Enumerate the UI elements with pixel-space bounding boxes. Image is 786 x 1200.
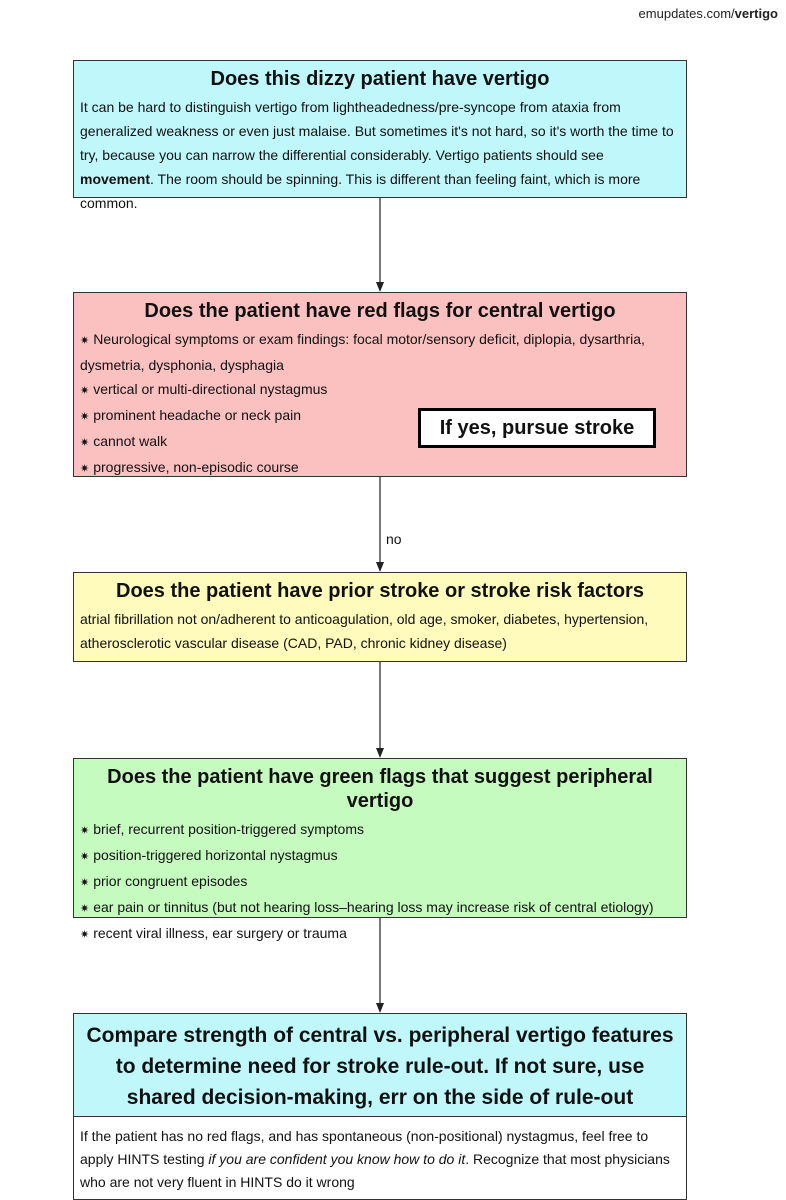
- list-item-text: ear pain or tinnitus (but not hearing lo…: [93, 899, 654, 915]
- list-item: ✷Neurological symptoms or exam findings:…: [80, 327, 680, 377]
- source-bold: vertigo: [734, 6, 778, 21]
- node-vertigo-text-bold: movement: [80, 171, 151, 187]
- list-item-text: cannot walk: [93, 433, 168, 449]
- list-item: ✷position-triggered horizontal nystagmus: [80, 843, 680, 869]
- list-item-text: position-triggered horizontal nystagmus: [93, 847, 338, 863]
- arrow-green-to-compare: [376, 918, 384, 1013]
- node-compare-note: If the patient has no red flags, and has…: [73, 1116, 687, 1200]
- list-item: ✷prominent headache or neck pain: [80, 403, 680, 429]
- list-item: ✷progressive, non-episodic course: [80, 455, 680, 481]
- list-item-text: prior congruent episodes: [93, 873, 248, 889]
- node-vertigo-title: Does this dizzy patient have vertigo: [210, 68, 550, 90]
- bullet-icon: ✷: [80, 411, 90, 423]
- node-vertigo-text-a: It can be hard to distinguish vertigo fr…: [80, 99, 674, 163]
- node-compare-text-b: . Recognize that most physicians who are…: [80, 1151, 670, 1190]
- edge-label-no: no: [386, 531, 402, 547]
- bullet-icon: ✷: [80, 929, 90, 941]
- node-green-flags: Does the patient have green flags that s…: [73, 758, 687, 941]
- node-vertigo-text-b: . The room should be spinning. This is d…: [80, 171, 641, 211]
- bullet-icon: ✷: [80, 825, 90, 837]
- list-item: ✷recent viral illness, ear surgery or tr…: [80, 921, 680, 947]
- node-red-flags: Does the patient have red flags for cent…: [73, 292, 687, 477]
- node-green-flags-title: Does the patient have green flags that s…: [107, 766, 653, 812]
- source-url: emupdates.com/vertigo: [639, 6, 778, 21]
- list-item-text: progressive, non-episodic course: [93, 459, 299, 475]
- list-item: ✷ear pain or tinnitus (but not hearing l…: [80, 895, 680, 921]
- pursue-stroke-callout: If yes, pursue stroke: [418, 408, 656, 448]
- node-vertigo-text: It can be hard to distinguish vertigo fr…: [80, 95, 680, 215]
- list-item: ✷vertical or multi-directional nystagmus: [80, 377, 680, 403]
- bullet-icon: ✷: [80, 463, 90, 475]
- arrow-vertigo-to-red: [376, 198, 384, 292]
- node-compare: Compare strength of central vs. peripher…: [73, 1013, 687, 1116]
- list-item-text: prominent headache or neck pain: [93, 407, 302, 423]
- arrow-red-to-yellow: [376, 477, 384, 572]
- node-compare-text-italic: if you are confident you know how to do …: [208, 1151, 466, 1167]
- node-vertigo: Does this dizzy patient have vertigo It …: [73, 60, 687, 211]
- list-item-text: brief, recurrent position-triggered symp…: [93, 821, 364, 837]
- list-item: ✷cannot walk: [80, 429, 680, 455]
- arrow-yellow-to-green: [376, 662, 384, 758]
- bullet-icon: ✷: [80, 437, 90, 449]
- list-item-text: Neurological symptoms or exam findings: …: [80, 331, 645, 373]
- source-prefix: emupdates.com/: [638, 6, 735, 21]
- list-item: ✷prior congruent episodes: [80, 869, 680, 895]
- bullet-icon: ✷: [80, 851, 90, 863]
- node-stroke-risk-text: atrial fibrillation not on/adherent to a…: [80, 611, 649, 651]
- green-flag-list: ✷brief, recurrent position-triggered sym…: [80, 817, 680, 947]
- list-item-text: recent viral illness, ear surgery or tra…: [93, 925, 347, 941]
- node-stroke-risk-title: Does the patient have prior stroke or st…: [116, 580, 644, 602]
- bullet-icon: ✷: [80, 385, 90, 397]
- node-compare-title: Compare strength of central vs. peripher…: [86, 1024, 674, 1109]
- list-item-text: vertical or multi-directional nystagmus: [93, 381, 328, 397]
- bullet-icon: ✷: [80, 903, 90, 915]
- node-red-flags-title: Does the patient have red flags for cent…: [144, 300, 616, 322]
- node-stroke-risk: Does the patient have prior stroke or st…: [73, 572, 687, 662]
- list-item: ✷brief, recurrent position-triggered sym…: [80, 817, 680, 843]
- bullet-icon: ✷: [80, 877, 90, 889]
- bullet-icon: ✷: [80, 335, 90, 347]
- node-compare-text: If the patient has no red flags, and has…: [80, 1125, 680, 1194]
- node-compare-text-a: If the patient has no red flags, and has…: [80, 1128, 649, 1167]
- red-flag-list: ✷Neurological symptoms or exam findings:…: [80, 327, 680, 481]
